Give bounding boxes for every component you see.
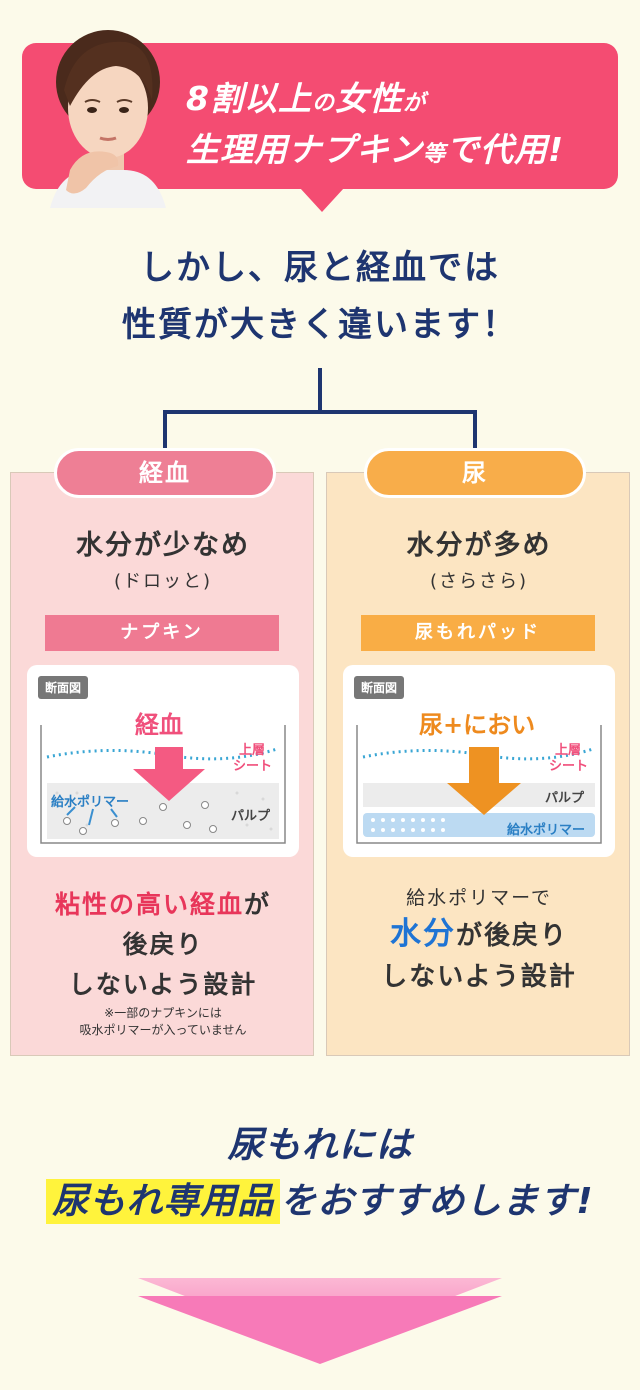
footnote-line-1: ※一部のナプキンには — [104, 1006, 222, 1020]
pad-cross-section-graphic — [356, 725, 602, 844]
desc-line-1: 給水ポリマーで — [406, 887, 552, 909]
menstrual-blood-card: 水分が少なめ (ドロッと) ナプキン — [10, 472, 314, 1056]
card-description: 粘性の高い経血が 後戻り しないよう設計 — [11, 885, 315, 1005]
footnote-line-2: 吸水ポリマーが入っていません — [79, 1023, 247, 1037]
banner-etc: 等 — [423, 142, 447, 167]
banner-text: 8割以上の女性が 生理用ナプキン等で代用! — [186, 76, 564, 178]
tree-connector-right — [473, 410, 477, 452]
banner-emphasis: 8割以上 — [186, 79, 312, 118]
card-subtitle: (ドロッと) — [113, 571, 213, 592]
product-band-napkin: ナプキン — [45, 615, 279, 651]
recommendation-line-1: 尿もれには — [227, 1125, 413, 1166]
polymer-label: 給水ポリマー — [507, 823, 586, 838]
card-description: 給水ポリマーで 水分が後戻り しないよう設計 — [327, 883, 631, 997]
top-sheet-label: 上層 — [555, 743, 582, 758]
banner-napkin: 生理用ナプキン — [186, 130, 424, 169]
woman-thinking-photo — [50, 30, 166, 208]
diagram-main-label: 経血 — [135, 711, 183, 739]
desc-particle: が — [244, 890, 272, 919]
headline-line-2: 性質が大きく違います！ — [122, 305, 518, 345]
top-sheet-label-2: シート — [549, 759, 589, 774]
card-footnote: ※一部のナプキンには 吸水ポリマーが入っていません — [11, 1005, 315, 1039]
pad-cross-section: 断面図 尿+におい 上層 シート パルプ 給水ポリマー — [343, 665, 615, 857]
polymer-label: 給水ポリマー — [51, 795, 130, 810]
tag-urine: 尿 — [364, 448, 586, 498]
desc-line-3: しないよう設計 — [68, 970, 258, 999]
headline-line-1: しかし、尿と経血では — [140, 248, 500, 288]
card-subtitle: (さらさら) — [429, 571, 529, 592]
banner-substitute: で代用! — [446, 130, 565, 169]
top-sheet-label-2: シート — [233, 759, 273, 774]
tag-menstrual-blood: 経血 — [54, 448, 276, 498]
top-sheet-label: 上層 — [239, 743, 266, 758]
desc-emphasis: 水分 — [389, 916, 456, 952]
napkin-cross-section-graphic — [40, 725, 286, 844]
desc-emphasis: 粘性の高い経血 — [54, 890, 244, 919]
pulp-label: パルプ — [545, 791, 585, 806]
recommendation-line-2: 尿もれ専用品をおすすめします! — [0, 1172, 640, 1224]
desc-line-3: しないよう設計 — [381, 962, 577, 992]
diagram-main-label: 尿+におい — [419, 711, 536, 739]
urine-card: 水分が多め (さらさら) 尿もれパッド 断面図 尿+におい 上層 シート パルプ… — [326, 472, 630, 1056]
tree-connector-stem — [318, 368, 322, 412]
desc-line-2: が後戻り — [455, 921, 568, 951]
card-title: 水分が少なめ — [76, 530, 250, 561]
product-band-pad: 尿もれパッド — [361, 615, 595, 651]
recommendation-highlight: 尿もれ専用品 — [46, 1179, 281, 1224]
napkin-cross-section: 断面図 経血 上層 シート 給水ポリマー パルプ — [27, 665, 299, 857]
section-headline: しかし、尿と経血では 性質が大きく違います！ — [0, 240, 640, 354]
down-arrow-icon — [138, 1278, 502, 1364]
desc-line-2: 後戻り — [122, 930, 204, 959]
recommendation-rest: をおすすめします! — [280, 1181, 594, 1222]
cross-section-badge: 断面図 — [354, 676, 405, 699]
banner-particle: の — [311, 91, 335, 116]
card-title: 水分が多め — [406, 530, 552, 561]
banner-women: 女性 — [334, 79, 403, 118]
pulp-label: パルプ — [231, 809, 271, 824]
banner-particle: が — [402, 91, 426, 116]
tree-connector-left — [163, 410, 167, 452]
banner-speech-tail — [300, 188, 344, 212]
tree-connector-bar — [163, 410, 477, 414]
cross-section-badge: 断面図 — [38, 676, 89, 699]
